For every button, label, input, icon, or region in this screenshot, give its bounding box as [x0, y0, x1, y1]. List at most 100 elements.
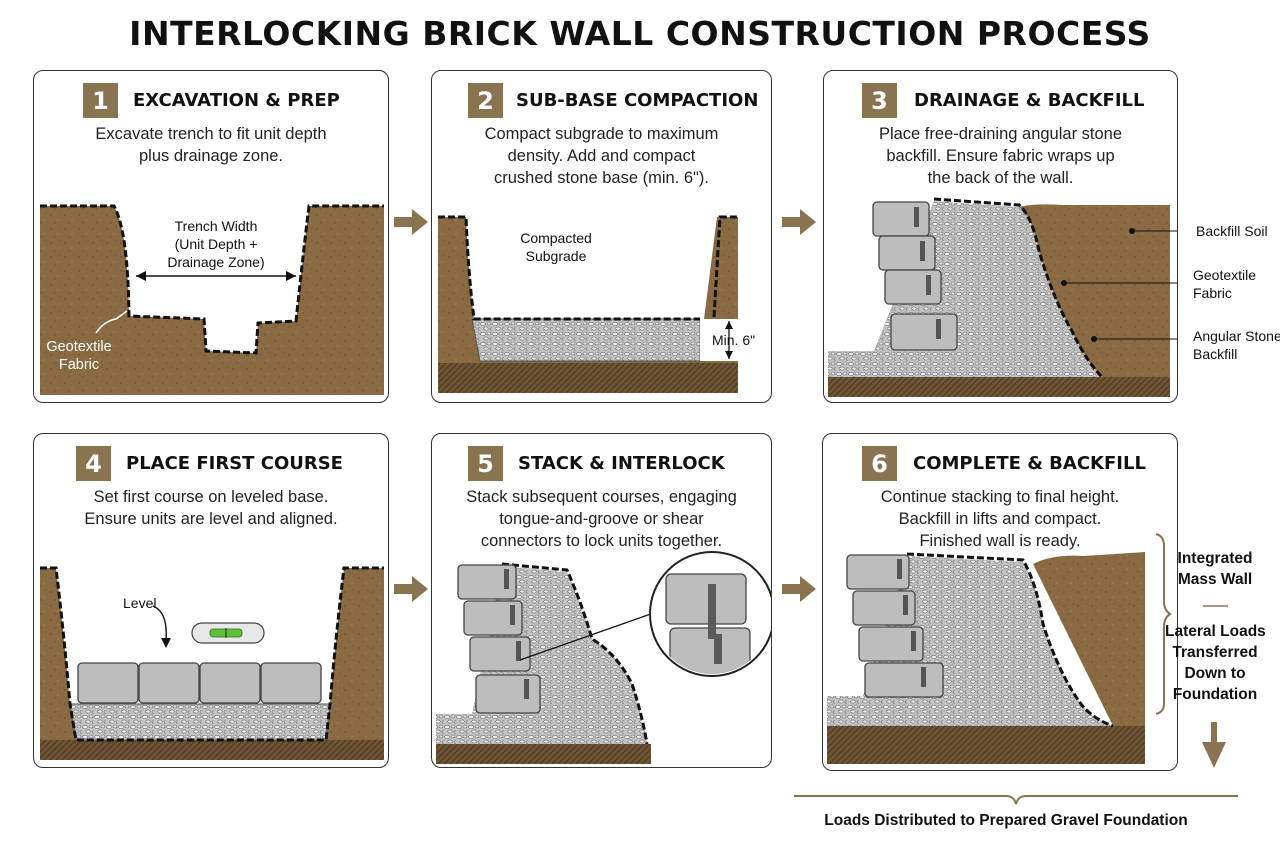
excavated-soil	[40, 206, 384, 395]
label-line: (Unit Depth +	[174, 236, 258, 252]
note-line: Foundation	[1172, 686, 1258, 703]
finished-backfill-soil	[1033, 552, 1145, 726]
foundation-load-note: Loads Distributed to Prepared Gravel Fou…	[824, 812, 1188, 829]
step-5-description: Stack subsequent courses, engaging tongu…	[432, 486, 771, 552]
note-line: Transferred	[1172, 644, 1258, 661]
first-course-units	[77, 662, 322, 704]
step-3-description-line: backfill. Ensure fabric wraps up	[886, 147, 1115, 165]
compacted-subgrade-label: Compacted Subgrade	[506, 229, 606, 265]
geotextile-fabric-wrap	[933, 197, 1104, 379]
step-3-title: DRAINAGE & BACKFILL	[914, 90, 1145, 111]
side-brace	[1155, 533, 1172, 715]
step-3-panel: 3 DRAINAGE & BACKFILL Place free-drainin…	[823, 70, 1178, 403]
page-title: INTERLOCKING BRICK WALL CONSTRUCTION PRO…	[129, 14, 1151, 53]
step-6-number-badge: 6	[862, 446, 897, 481]
step-6-description-line: Finished wall is ready.	[919, 532, 1081, 550]
sub-base-compaction-illustration	[438, 215, 738, 393]
step-1-description-line: plus drainage zone.	[138, 147, 284, 165]
step-4-description-line: Ensure units are level and aligned.	[84, 510, 338, 528]
step-5-title: STACK & INTERLOCK	[518, 453, 725, 474]
step-2-description-line: crushed stone base (min. 6").	[494, 169, 709, 187]
label-line: Compacted	[520, 230, 592, 246]
step-3-description: Place free-draining angular stone backfi…	[824, 123, 1177, 189]
down-arrow-icon	[1202, 742, 1226, 768]
callout-dots	[1061, 228, 1135, 342]
step-6-title: COMPLETE & BACKFILL	[913, 453, 1146, 474]
interlock-detail-view	[665, 573, 751, 674]
finished-wall-units	[846, 554, 944, 698]
completed-wall-illustration	[827, 552, 1145, 764]
note-line: Mass Wall	[1177, 571, 1253, 588]
label-line: Subgrade	[525, 248, 587, 264]
step-3-description-line: the back of the wall.	[927, 169, 1074, 187]
trench-width-label: Trench Width (Unit Depth + Drainage Zone…	[146, 217, 286, 271]
flow-arrow-2-to-3	[782, 209, 816, 235]
flow-arrow-5-to-6	[782, 576, 816, 602]
finished-wall-connectors	[897, 559, 926, 687]
step-4-header: 4 PLACE FIRST COURSE	[34, 446, 388, 482]
note-line: Integrated	[1177, 550, 1253, 567]
detail-leader-line	[519, 609, 663, 661]
step-3-header: 3 DRAINAGE & BACKFILL	[824, 83, 1177, 119]
flow-arrow-1-to-2	[394, 209, 428, 235]
step-5-description-line: connectors to lock units together.	[480, 532, 723, 550]
step-5-description-line: tongue-and-groove or shear	[499, 510, 704, 528]
note-line: Lateral Loads	[1165, 623, 1266, 640]
step-6-description: Continue stacking to final height. Backf…	[823, 486, 1177, 552]
level-leader-arrowhead	[161, 638, 171, 648]
level-label: Level	[123, 595, 157, 611]
shear-connectors	[914, 207, 941, 339]
subgrade-fabric-line-left	[438, 215, 700, 321]
label-line: Geotextile	[46, 339, 112, 355]
step-4-description: Set first course on leveled base. Ensure…	[34, 486, 388, 530]
label-line: Fabric	[58, 357, 100, 373]
geotextile-leader-line	[95, 310, 128, 334]
step-2-description: Compact subgrade to maximum density. Add…	[432, 123, 771, 189]
dimension-arrowhead-left	[136, 271, 146, 281]
step-6-header: 6 COMPLETE & BACKFILL	[823, 446, 1177, 482]
step-4-number-badge: 4	[76, 446, 111, 481]
label-line: Drainage Zone)	[167, 254, 265, 270]
step-2-number-badge: 2	[468, 83, 503, 118]
foundation-layer	[828, 377, 1170, 397]
step-5-number-badge: 5	[468, 446, 503, 481]
step-1-header: 1 EXCAVATION & PREP	[34, 83, 388, 119]
step-4-panel: 4 PLACE FIRST COURSE Set first course on…	[33, 433, 389, 768]
step-2-panel: 2 SUB-BASE COMPACTION Compact subgrade t…	[431, 70, 772, 403]
first-course-illustration	[40, 566, 384, 760]
interlock-connectors	[504, 569, 529, 699]
stack-interlock-illustration	[436, 551, 771, 764]
step-5-panel: 5 STACK & INTERLOCK Stack subsequent cou…	[431, 433, 772, 768]
depth-arrowhead-bottom	[725, 351, 733, 359]
foundation-layer	[40, 740, 384, 760]
fabric-line	[906, 552, 1114, 728]
subgrade-fabric-line-right	[712, 215, 738, 318]
note-line: Down to	[1184, 665, 1246, 682]
step-2-title: SUB-BASE COMPACTION	[516, 90, 759, 111]
fabric-line	[40, 566, 384, 742]
angular-stone-backfill-label: Angular Stone Backfill	[1193, 327, 1280, 363]
depth-arrowhead-top	[725, 321, 733, 329]
crushed-stone-base	[471, 318, 701, 362]
step-1-title: EXCAVATION & PREP	[133, 90, 340, 111]
stacked-units	[457, 564, 541, 714]
label-line: Geotextile	[1193, 267, 1257, 283]
step-4-description-line: Set first course on leveled base.	[93, 488, 329, 506]
level-leader-line	[152, 605, 167, 641]
dimension-arrowhead-right	[286, 271, 296, 281]
label-line: Trench Width	[174, 218, 258, 234]
integrated-mass-wall-note: Integrated Mass Wall	[1170, 548, 1260, 590]
prepared-gravel-foundation	[827, 726, 1145, 764]
step-2-description-line: Compact subgrade to maximum	[484, 125, 719, 143]
side-brace-and-down-arrow	[1155, 533, 1228, 768]
foundation-layer	[436, 744, 651, 764]
step-1-description: Excavate trench to fit unit depth plus d…	[34, 123, 388, 167]
trench-excavation-illustration	[40, 204, 384, 395]
step-3-description-line: Place free-draining angular stone	[878, 125, 1123, 143]
step-5-description-line: Stack subsequent courses, engaging	[466, 488, 737, 506]
base-depth-gap	[700, 319, 738, 361]
step-2-description-line: density. Add and compact	[507, 147, 696, 165]
flow-arrow-4-to-5	[394, 576, 428, 602]
drainage-backfill-illustration	[828, 197, 1177, 397]
label-line: Angular Stone	[1193, 328, 1280, 344]
